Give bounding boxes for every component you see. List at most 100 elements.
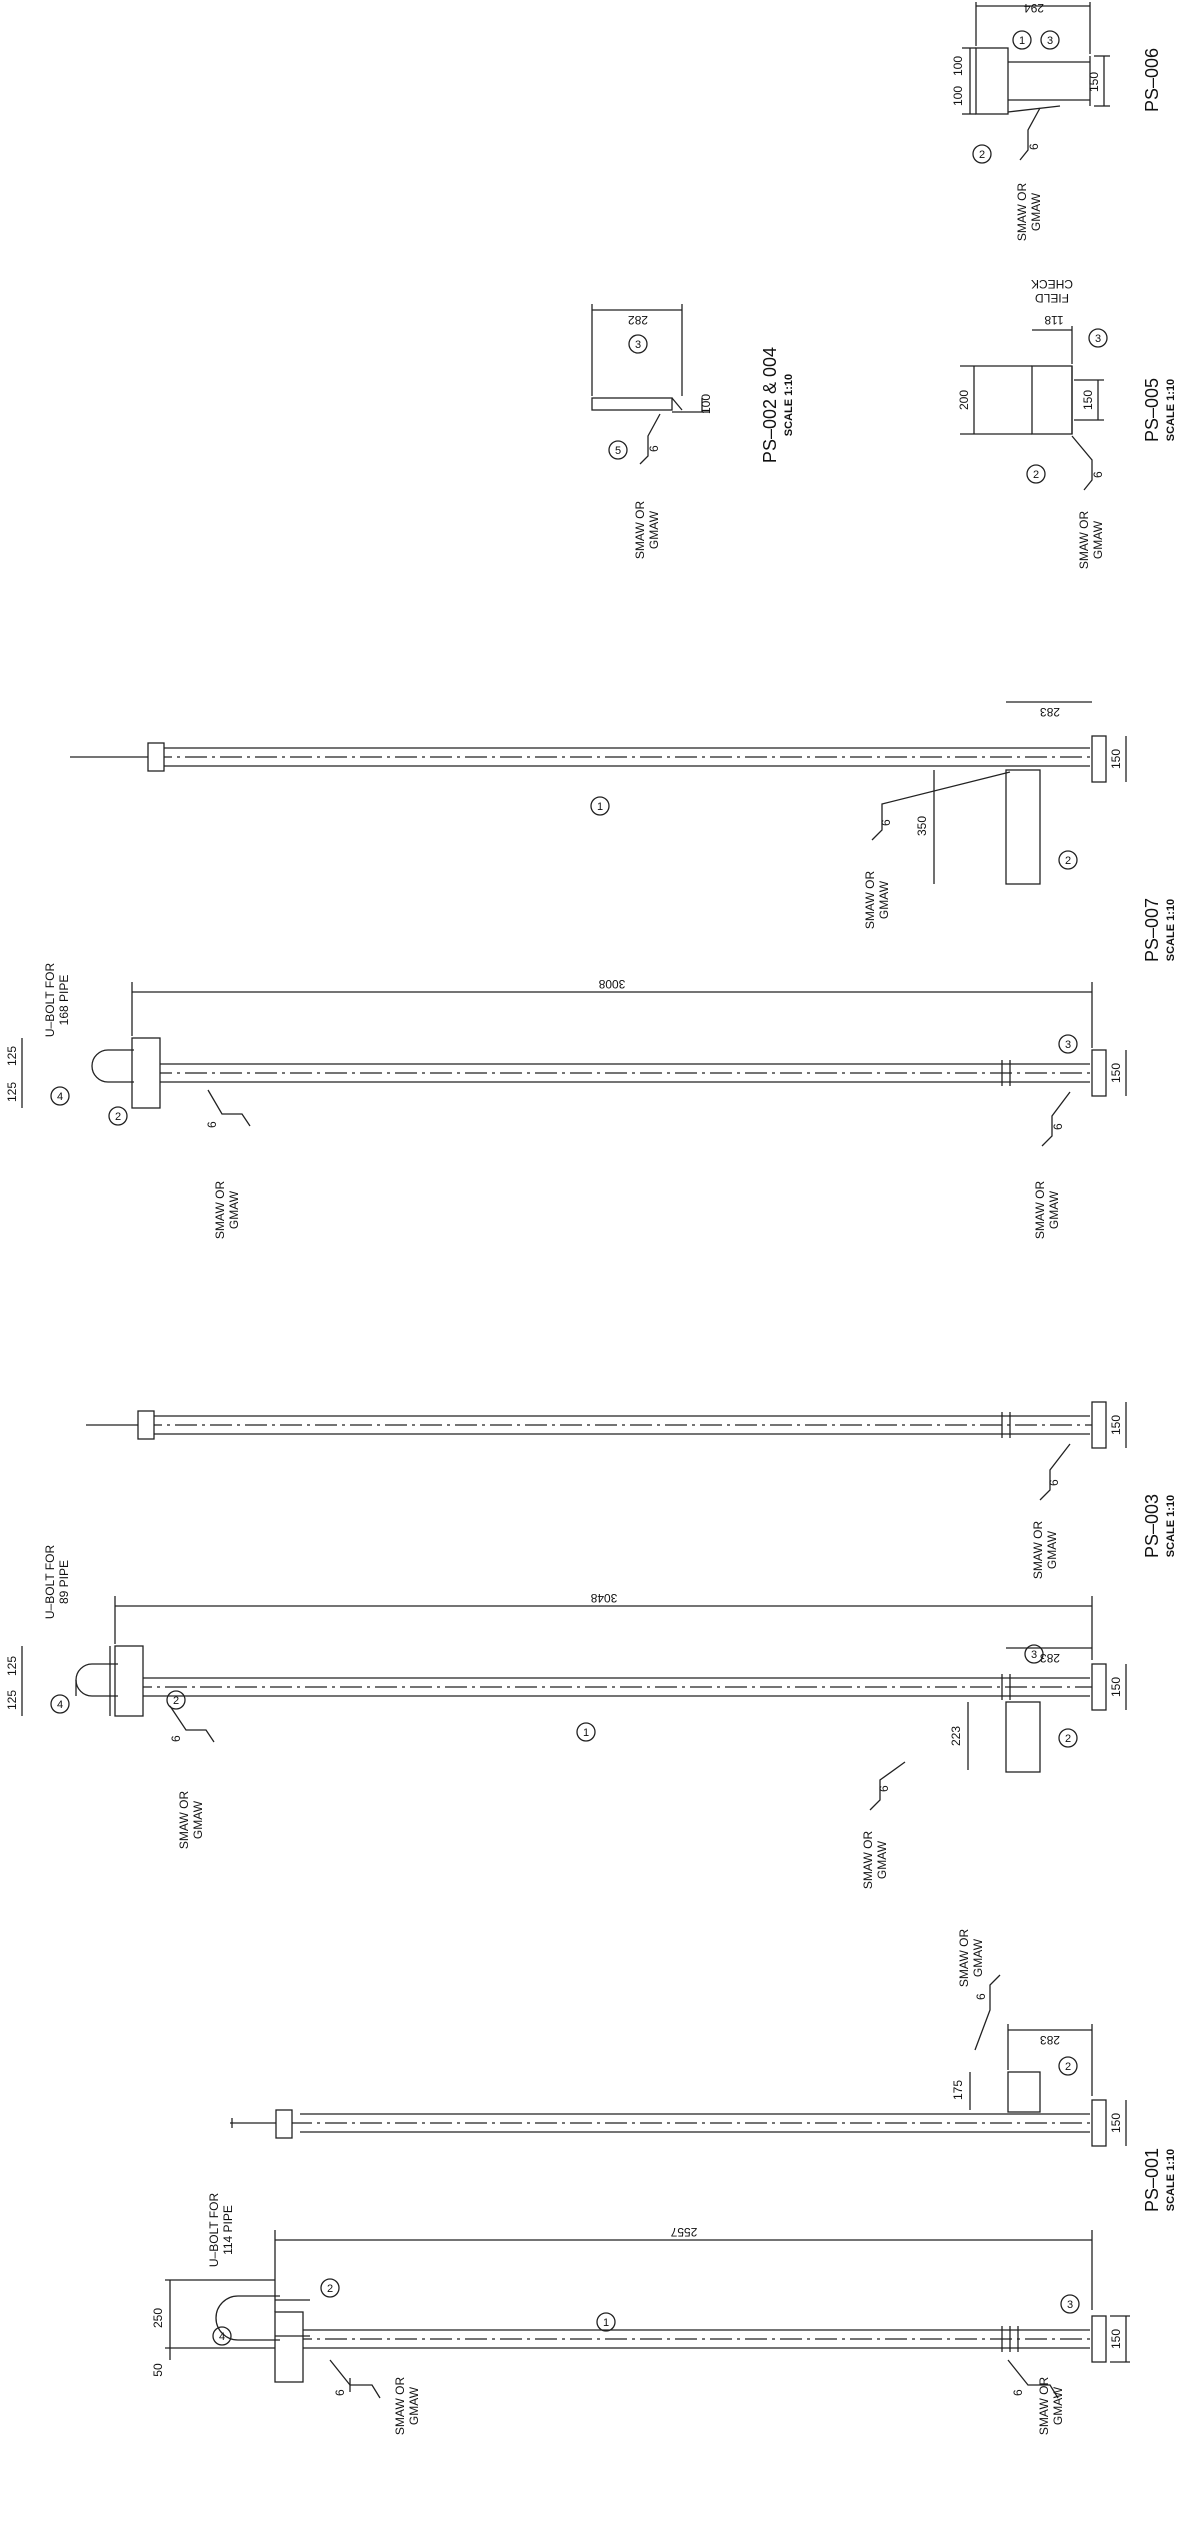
ps005-scale: SCALE 1:10 (1165, 379, 1177, 441)
ps002-100-dim: 100 (699, 394, 713, 414)
ps001-ubolt-note-line2: 114 PIPE (221, 2205, 235, 2255)
ps001-weld-size-top: 6 (333, 2389, 347, 2396)
ps003-150b-dim: 150 (1109, 1415, 1123, 1435)
ps007-scale: SCALE 1:10 (1165, 899, 1177, 961)
ps001-50-dim: 50 (151, 2363, 165, 2377)
svg-text:1: 1 (1019, 35, 1025, 47)
ps006-100b-dim: 100 (951, 86, 965, 106)
ps003-weld-note-top-1: SMAW OR (177, 1791, 191, 1850)
ps001-283-dim: 283 (1040, 2033, 1060, 2047)
ps006-weld-size: 6 (1027, 143, 1041, 150)
ps006-plate (975, 47, 1009, 115)
ps001-175-dim: 175 (951, 2080, 965, 2100)
svg-text:2: 2 (979, 149, 985, 161)
ps006-294-dim: 294 (1024, 1, 1044, 15)
ps003-length-dim: 3048 (590, 1591, 617, 1605)
ps007-title: PS–007 (1142, 898, 1162, 962)
ps001-balloon-3: 3 (1060, 2294, 1080, 2314)
ps002-weld-note-2: GMAW (647, 510, 661, 549)
ps001-title: PS–001 (1142, 2148, 1162, 2212)
ps007-125b-dim: 125 (5, 1082, 19, 1102)
ps007-weld-size-bot: 6 (1051, 1123, 1065, 1130)
ps003-283-dim: 283 (1040, 1651, 1060, 1665)
ps003-shoe (1005, 1701, 1041, 1773)
ps002-plate (591, 397, 673, 411)
ps001-ubolt (215, 2295, 280, 2341)
ps001-balloon-2: 2 (320, 2278, 340, 2298)
svg-text:1: 1 (583, 1727, 589, 1739)
svg-text:1: 1 (603, 2317, 609, 2329)
ps001-weld-size-bot: 6 (1011, 2389, 1025, 2396)
ps007-ubolt-note-line2: 168 PIPE (57, 975, 71, 1026)
ps006-balloon-2: 2 (972, 144, 992, 164)
svg-text:4: 4 (57, 1699, 63, 1711)
ps003-balloon-4: 4 (50, 1694, 70, 1714)
ps007-shoe-weld-size: 6 (879, 819, 893, 826)
ps001-balloon-2b: 2 (1058, 2056, 1078, 2076)
svg-text:2: 2 (327, 2283, 333, 2295)
ps002-004-detail: 282 100 6 SMAW OR GMAW 3 5 PS–002 & 004 … (591, 304, 795, 560)
ps003-title: PS–003 (1142, 1494, 1162, 1558)
ps005-weld-note-1: SMAW OR (1077, 511, 1091, 570)
ps001-base-150-dim: 150 (1109, 2329, 1123, 2349)
ps006-weld-note-2: GMAW (1029, 192, 1043, 231)
ps005-shoe (1031, 365, 1073, 435)
ps002-282-dim: 282 (628, 313, 648, 327)
ps003-125b-dim: 125 (5, 1690, 19, 1710)
ps006-100a-dim: 100 (951, 56, 965, 76)
ps001-top-plate (274, 2311, 304, 2383)
ps002-weld-note-1: SMAW OR (633, 501, 647, 560)
ps005-detail: 200 150 118 FIELD CHECK 6 SMAW OR GMAW 3… (957, 277, 1177, 569)
ps003-ubolt (75, 1663, 118, 1697)
ps006-detail: 100 100 294 150 6 SMAW OR GMAW 1 3 2 PS–… (951, 1, 1162, 241)
ps001-balloon-4: 4 (212, 2326, 232, 2346)
ps007-length-dim: 3008 (598, 977, 625, 991)
svg-text:2: 2 (1033, 469, 1039, 481)
ps001-base-plate (1091, 2315, 1107, 2363)
ps001-balloon-1: 1 (596, 2312, 616, 2332)
ps007-weld-note-top-1: SMAW OR (213, 1181, 227, 1240)
ps007-balloon-4: 4 (50, 1086, 70, 1106)
ps003-ubolt-note-line2: 89 PIPE (57, 1560, 71, 1604)
ps003-shoe-weld-note-2: GMAW (875, 1840, 889, 1879)
ps005-balloon-3: 3 (1088, 328, 1108, 348)
ps003-long-pipe-assembly: 125 125 U–BOLT FOR 89 PIPE 3048 223 283 … (5, 1545, 1127, 1889)
ps001-250-dim: 250 (151, 2308, 165, 2328)
ps001-weld-note-top-1: SMAW OR (393, 2377, 407, 2436)
ps007-150b-dim: 150 (1109, 749, 1123, 769)
svg-text:3: 3 (1031, 1649, 1037, 1661)
ps007-long-pipe-assembly: 125 125 U–BOLT FOR 168 PIPE 3008 150 6 S… (5, 963, 1127, 1240)
ps005-118-dim: 118 (1044, 313, 1063, 327)
ps005-title: PS–005 (1142, 378, 1162, 442)
ps005-weld-note-2: GMAW (1091, 520, 1105, 559)
ps002-balloon-5: 5 (608, 440, 628, 460)
ps005-field-check-1: FIELD (1035, 291, 1069, 305)
ps003-balloon-1: 1 (576, 1722, 596, 1742)
ps001-shoe-weld-note-2: GMAW (971, 1938, 985, 1977)
ps006-balloon-3: 3 (1040, 30, 1060, 50)
svg-text:2: 2 (173, 1695, 179, 1707)
ps003-balloon-2b: 2 (1058, 1728, 1078, 1748)
ps003-balloon-3: 3 (1024, 1644, 1044, 1664)
ps005-200-dim: 200 (957, 390, 971, 410)
ps007-shoe-weld-note-1: SMAW OR (863, 871, 877, 930)
ps007-ubolt (91, 1049, 134, 1083)
ps001-scale: SCALE 1:10 (1165, 2149, 1177, 2211)
ps007-weld-note-bot-1: SMAW OR (1033, 1181, 1047, 1240)
ps003-weld-size-bot: 6 (1047, 1479, 1061, 1486)
ps007-350-dim: 350 (915, 816, 929, 836)
svg-text:3: 3 (1095, 333, 1101, 345)
ps001-weld-note-bot-2: GMAW (1051, 2386, 1065, 2425)
ps007-weld-note-bot-2: GMAW (1047, 1190, 1061, 1229)
ps006-150-dim: 150 (1087, 72, 1101, 92)
ps003-weld-note-bot-2: GMAW (1045, 1530, 1059, 1569)
ps001-short-pipe-assembly: 175 283 6 SMAW OR GMAW 150 2 PS–001 SCAL… (230, 1929, 1177, 2212)
ps001-length-dim: 2557 (670, 2225, 697, 2239)
ps003-weld-size-top: 6 (169, 1735, 183, 1742)
ps003-short-pipe-assembly: 150 6 SMAW OR GMAW PS–003 SCALE 1:10 (86, 1401, 1177, 1579)
ps001-weld-note-top-2: GMAW (407, 2386, 421, 2425)
ps003-weld-note-top-2: GMAW (191, 1800, 205, 1839)
ps003-balloon-2: 2 (166, 1690, 186, 1710)
ps007-150a-dim: 150 (1109, 1063, 1123, 1083)
